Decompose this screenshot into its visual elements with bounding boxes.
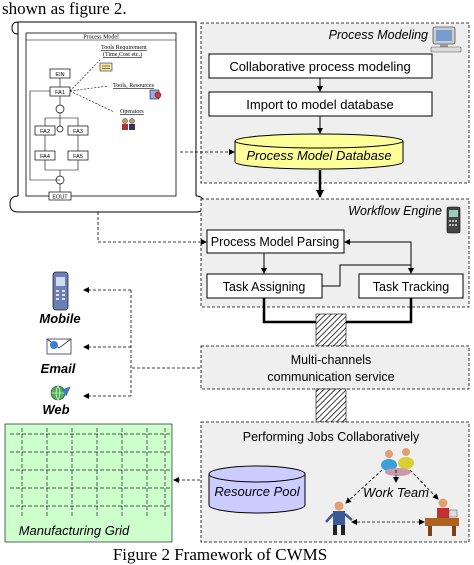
- node-fa5-label: FA5: [73, 154, 83, 160]
- phone-icon: [446, 206, 461, 234]
- collab-modeling-box: [208, 53, 433, 79]
- tools-icon: [99, 62, 113, 72]
- node-fa1-label: FA1: [55, 90, 65, 96]
- meeting-people-icon: [381, 448, 414, 476]
- annotation-tools-requirement: Tools Requirement: [101, 45, 147, 51]
- resource-pool: [208, 465, 306, 514]
- node-fa3-label: FA3: [73, 129, 83, 135]
- import-db-box: [208, 91, 433, 117]
- web-label: Web: [42, 402, 69, 417]
- workflow-engine-title: Workflow Engine: [348, 204, 442, 218]
- email-label: Email: [41, 361, 76, 376]
- multi-channels-panel: Multi-channels communication service: [200, 345, 470, 390]
- node-fa4-label: FA4: [40, 154, 50, 160]
- annotation-tools-resources: Tools, Resources: [113, 83, 155, 89]
- channels-line1: Multi-channels: [291, 353, 372, 367]
- figure-caption: Figure 2 Framework of CWMS: [113, 545, 327, 564]
- node-ein-label: EIN: [55, 72, 64, 78]
- annotation-time-cost: (Time,Cost etc.): [103, 51, 142, 58]
- process-model-database: [234, 133, 404, 170]
- assigning-label: Task Assigning: [223, 280, 306, 294]
- database-label: Process Model Database: [246, 148, 391, 163]
- email-icon: [46, 338, 72, 355]
- mobile-phone-icon: [52, 271, 69, 311]
- performing-title: Performing Jobs Collaboratively: [243, 430, 420, 444]
- process-model-title: Process Model: [83, 35, 119, 41]
- process-model-document: Process Model EIN FA1 FA2 FA3 FA4 FA5 EO…: [9, 21, 205, 213]
- parsing-label: Process Model Parsing: [211, 235, 340, 249]
- workflow-engine-panel: Workflow Engine Process Model Parsing Ta…: [200, 198, 470, 308]
- tracking-label: Task Tracking: [373, 280, 449, 294]
- manufacturing-grid-label: Manufacturing Grid: [19, 523, 130, 538]
- tracking-box: [358, 273, 464, 299]
- web-icon: [50, 385, 71, 401]
- operators-icon: [122, 118, 135, 130]
- work-team-label: Work Team: [363, 485, 429, 500]
- performing-jobs-panel: Performing Jobs Collaboratively Resource…: [200, 421, 470, 543]
- resource-pool-label: Resource Pool: [214, 484, 300, 499]
- annotation-operators: Operators: [120, 109, 144, 115]
- collab-modeling-label: Collaborative process modeling: [229, 59, 410, 74]
- manufacturing-grid: [4, 423, 173, 543]
- node-fa2-label: FA2: [40, 129, 50, 135]
- mobile-label: Mobile: [39, 311, 80, 326]
- process-modeling-title: Process Modeling: [329, 28, 428, 42]
- process-modeling-panel: Process Modeling Collaborative process m…: [200, 22, 470, 184]
- import-db-label: Import to model database: [246, 97, 393, 112]
- office-worker-icon: [425, 498, 459, 536]
- assigning-box: [206, 273, 323, 299]
- worker-icon: [325, 501, 353, 535]
- header-text: shown as figure 2.: [2, 0, 127, 18]
- resources-icon: [149, 89, 162, 100]
- pc-icon: [430, 26, 462, 53]
- channels-line2: communication service: [267, 370, 394, 384]
- node-eout-label: EOUT: [52, 195, 68, 201]
